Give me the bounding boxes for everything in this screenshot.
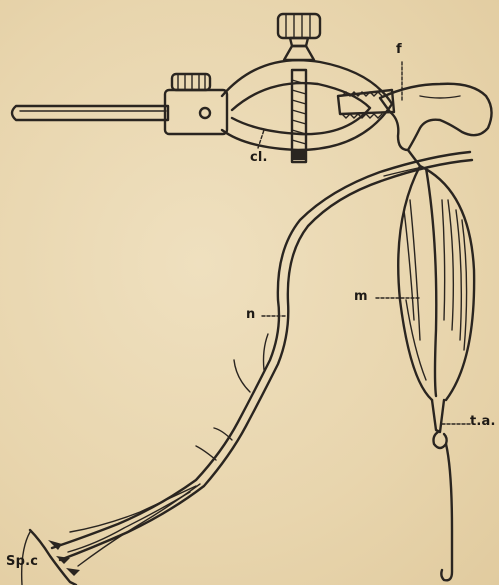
sciatic-nerve: [48, 152, 472, 576]
clamp: [165, 14, 394, 162]
label-m: m: [354, 289, 368, 304]
gastrocnemius-muscle: [398, 150, 474, 432]
femur: [380, 84, 492, 150]
label-n: n: [246, 307, 255, 322]
label-cl: cl.: [250, 150, 268, 165]
label-f: f: [396, 42, 402, 57]
clamp-rod: [12, 106, 168, 120]
hook: [434, 432, 453, 580]
label-spc: Sp.c: [6, 554, 38, 569]
label-ta: t.a.: [470, 414, 496, 429]
